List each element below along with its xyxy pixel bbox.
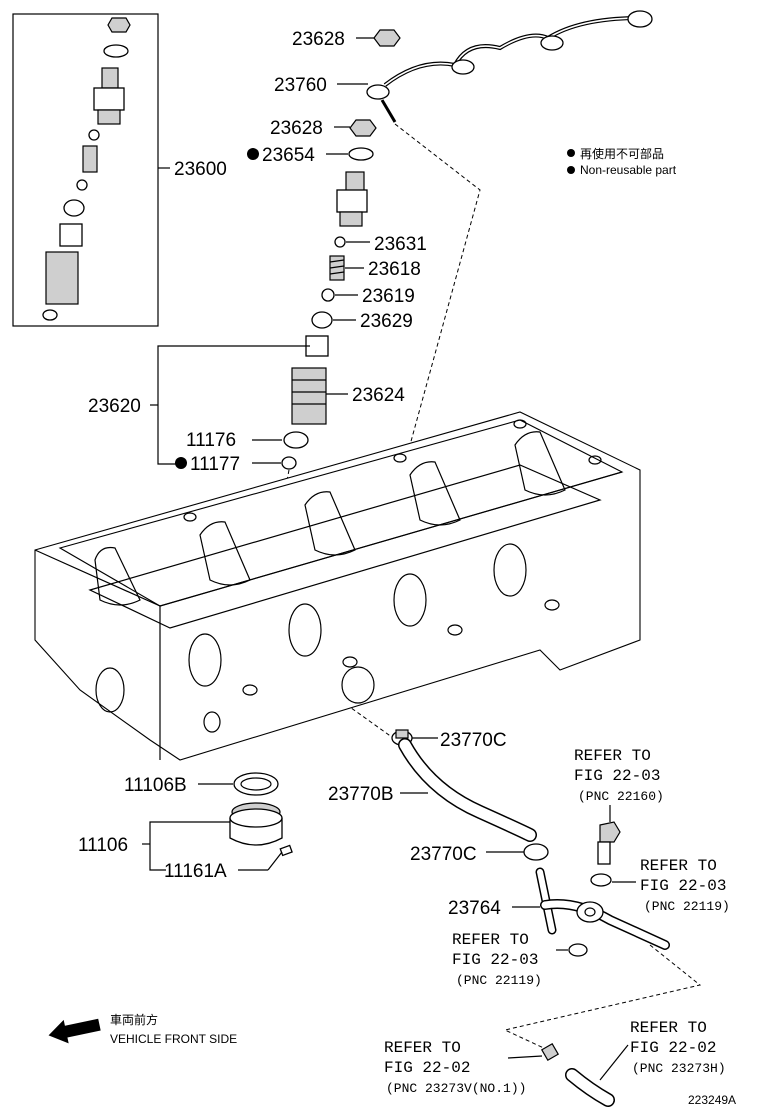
legend-en: Non-reusable part [580, 163, 677, 177]
callout-23770c-upper: 23770C [440, 730, 507, 751]
nut-23628-lower [349, 119, 377, 137]
inset-frame [12, 13, 159, 327]
ref1-line3: (PNC 22160) [578, 789, 664, 804]
pin-23619 [321, 288, 335, 302]
washer-lower [568, 943, 588, 957]
banjo-bolt [597, 821, 621, 865]
front-label-jp: 車両前方 [110, 1012, 158, 1027]
washer-23654 [348, 147, 374, 161]
ref2-line2: FIG 22-03 [640, 877, 726, 895]
clip-23770c-lower [523, 843, 549, 861]
legend-jp: 再使用不可部品 [580, 146, 664, 161]
gasket-11106b [233, 772, 279, 796]
non-reusable-dot-23654 [247, 148, 259, 160]
inset-spring [82, 145, 98, 173]
inset-ball [88, 129, 100, 141]
ref1-line2: FIG 22-03 [574, 767, 660, 785]
pipe-end-top [627, 10, 653, 28]
inset-washer [103, 44, 129, 58]
callout-11106: 11106 [78, 835, 128, 856]
callout-23624: 23624 [352, 385, 405, 406]
callout-23600: 23600 [174, 159, 227, 180]
callout-23618: 23618 [368, 259, 421, 280]
bracket-11106 [149, 821, 230, 871]
injector-assembly-inset [12, 13, 170, 327]
ref4-line2: FIG 22-02 [384, 1059, 470, 1077]
inset-seat [63, 199, 85, 217]
washer-upper [590, 873, 612, 887]
callout-23631: 23631 [374, 234, 427, 255]
cylinder-head [34, 411, 641, 761]
ref2-line3: (PNC 22119) [644, 899, 730, 914]
ref5-line2: FIG 22-02 [630, 1039, 716, 1057]
inset-gasket [42, 309, 58, 321]
ref4-line1: REFER TO [384, 1039, 461, 1057]
callout-11106b: 11106B [124, 775, 187, 796]
inset-retainer [59, 223, 83, 247]
callout-23628-lower: 23628 [270, 118, 323, 139]
callout-23760: 23760 [274, 75, 327, 96]
nozzle-holder-23624 [291, 367, 327, 425]
gasket-11176 [283, 431, 309, 449]
callout-23628-upper: 23628 [292, 29, 345, 50]
legend-dot-jp [567, 149, 575, 157]
ref4-line3: (PNC 23273V(NO.1)) [386, 1081, 526, 1096]
leader-ref4 [507, 1055, 543, 1059]
figure-id: 223249A [688, 1093, 736, 1107]
legend-dot-en [567, 166, 575, 174]
inset-fitting-top [101, 67, 119, 89]
inset-fitting-body [93, 87, 125, 111]
pin-11161a [279, 844, 293, 857]
ref2-line1: REFER TO [640, 857, 717, 875]
pipe-clamp-2 [451, 59, 475, 75]
injection-pipe [366, 10, 653, 123]
callout-23654: 23654 [262, 145, 315, 166]
cap-11106 [229, 802, 283, 846]
ref3-line2: FIG 22-03 [452, 951, 538, 969]
nut-23628-upper [373, 29, 401, 47]
union-23764 [535, 867, 670, 950]
front-label-en: VEHICLE FRONT SIDE [110, 1032, 237, 1046]
pipe-clamp-1 [540, 35, 564, 51]
pipe-clamp-3 [366, 84, 390, 100]
ball-23631 [334, 236, 346, 248]
callout-11176: 11176 [186, 430, 236, 451]
inset-nozzle-body [45, 251, 79, 305]
leader-ref5 [599, 1044, 629, 1081]
callout-23620: 23620 [88, 396, 141, 417]
callout-23770b: 23770B [328, 784, 394, 805]
front-arrow-icon [48, 1018, 101, 1044]
callout-23629: 23629 [360, 311, 413, 332]
spring-23618 [329, 255, 345, 281]
non-reusable-dot-11177 [175, 457, 187, 469]
ref5-line3: (PNC 23273H) [632, 1061, 726, 1076]
callout-11161a: 11161A [164, 861, 227, 882]
ref3-line3: (PNC 22119) [456, 973, 542, 988]
seal-11177 [281, 456, 297, 470]
injector-fitting [336, 171, 368, 227]
inset-fitting-hex [97, 109, 121, 125]
callout-23770c-lower: 23770C [410, 844, 477, 865]
callout-11177: 11177 [190, 454, 240, 475]
ref5-line1: REFER TO [630, 1019, 707, 1037]
ref1-line1: REFER TO [574, 747, 651, 765]
inset-pin [76, 179, 88, 191]
callout-23764: 23764 [448, 898, 501, 919]
inset-nut [107, 17, 131, 33]
connector-23273v [540, 1042, 560, 1062]
ref3-line1: REFER TO [452, 931, 529, 949]
callout-23619: 23619 [362, 286, 415, 307]
seat-23629 [311, 311, 333, 329]
